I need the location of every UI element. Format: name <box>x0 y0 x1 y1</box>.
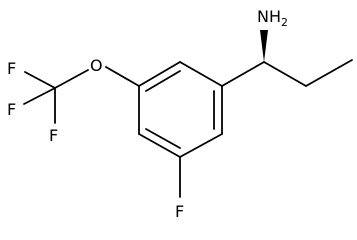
stereo-wedge-bond <box>260 30 268 62</box>
bond-chiral-carbon-to-ch2 <box>263 61 307 87</box>
ring-bond-c2-c3 <box>138 61 181 87</box>
bond-ring-to-oxygen <box>105 66 140 87</box>
fluorine-ring-label: F <box>175 202 184 221</box>
bond-ch2-to-ch3 <box>305 59 353 87</box>
ring-bond-c5-c6 <box>179 133 223 158</box>
amine-symbol: NH <box>257 7 281 26</box>
ring-double-bond-c2-c3 <box>145 70 181 92</box>
amine-subscript: 2 <box>281 16 288 29</box>
fluorine-cf3-top-label: F <box>7 59 16 78</box>
bond-cf3-to-fluorine-top <box>24 71 56 89</box>
bond-oxygen-to-cf3-carbon <box>54 69 89 89</box>
ring-bond-c1-c2 <box>179 61 223 87</box>
oxygen-label: O <box>90 56 103 75</box>
ring-double-bond-c4-c5 <box>145 128 181 149</box>
bond-ring-to-chiral-carbon <box>221 61 265 87</box>
amine-label: NH2 <box>257 7 288 29</box>
fluorine-cf3-left-label: F <box>7 100 16 119</box>
fluorine-cf3-bottom-label: F <box>49 126 58 145</box>
bond-cf3-to-fluorine-left <box>23 87 56 105</box>
molecule-structure-diagram: NH2 F O F F F <box>7 7 353 221</box>
benzene-ring <box>138 61 223 158</box>
ring-bond-c4-c5 <box>138 133 181 158</box>
